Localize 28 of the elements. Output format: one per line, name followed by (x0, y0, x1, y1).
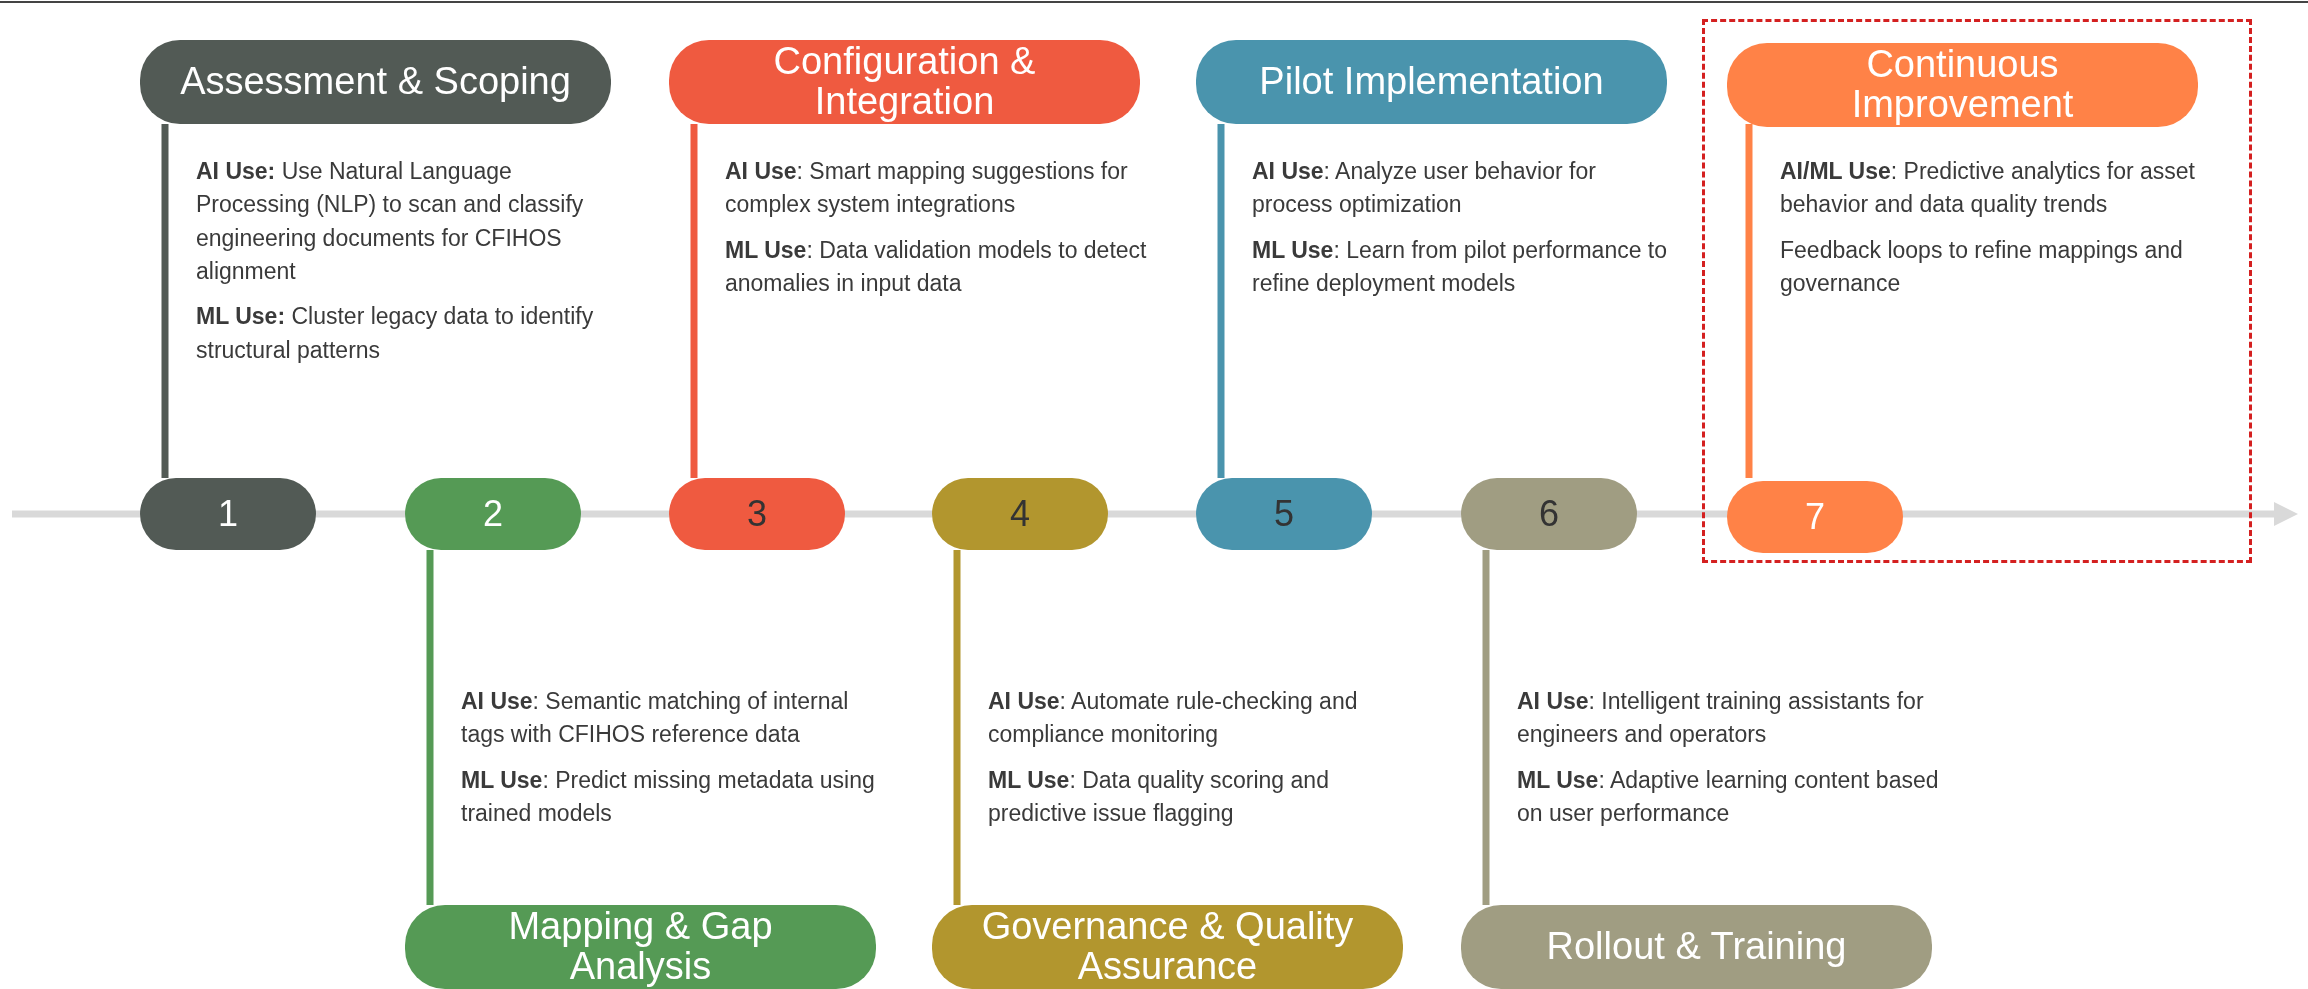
description-text: ML Use: Data quality scoring and predictive issue flagging (988, 765, 1330, 829)
connector-line (1482, 550, 1490, 905)
phase-title-pill: Pilot Implementation (1196, 40, 1667, 124)
description-text: AI Use: Intelligent training assistants for engineers and operators (1517, 687, 1925, 750)
description-text: AI Use: Semantic matching of internal tags with CFIHOS reference data (461, 687, 850, 750)
connector-line (1217, 124, 1225, 478)
phase-title-pill: Continuous Improvement (1727, 43, 2198, 127)
description-text: AI Use: Smart mapping suggestions for complex system integrations (725, 157, 1129, 220)
description-text: ML Use: Cluster legacy data to identify structural patterns (196, 302, 595, 365)
phase-title-pill: Rollout & Training (1461, 905, 1932, 989)
description-text: AI Use: Use Natural Language Processing (NLP) to scan and classify engineering documents for CFIHOS alignment (196, 157, 585, 287)
description-text: ML Use: Predict missing metadata using trained models (461, 765, 876, 829)
dashed-highlight-frame (1702, 19, 2252, 563)
phase-title-pill: Assessment & Scoping (140, 40, 611, 124)
connector-line (426, 550, 434, 905)
phase-title-pill: Configuration & Integration (669, 40, 1140, 124)
phase-title-pill: Governance & Quality Assurance (932, 905, 1403, 989)
description-text: AI Use: Analyze user behavior for process optimization (1252, 157, 1597, 220)
phase-title-pill: Mapping & Gap Analysis (405, 905, 876, 989)
description-text: AI Use: Automate rule-checking and compliance monitoring (988, 687, 1359, 750)
connector-line (953, 550, 961, 905)
description-text: AI/ML Use: Predictive analytics for asset behavior and data quality trends (1780, 157, 2196, 220)
description-text: ML Use: Adaptive learning content based on user performance (1517, 765, 1940, 829)
description-text: ML Use: Data validation models to detect anomalies in input data (725, 235, 1148, 299)
connector-line (161, 124, 169, 478)
description-text: Feedback loops to refine mappings and governance (1780, 235, 2184, 299)
connector-line (690, 124, 698, 478)
description-text: ML Use: Learn from pilot performance to refine deployment models (1252, 235, 1669, 299)
